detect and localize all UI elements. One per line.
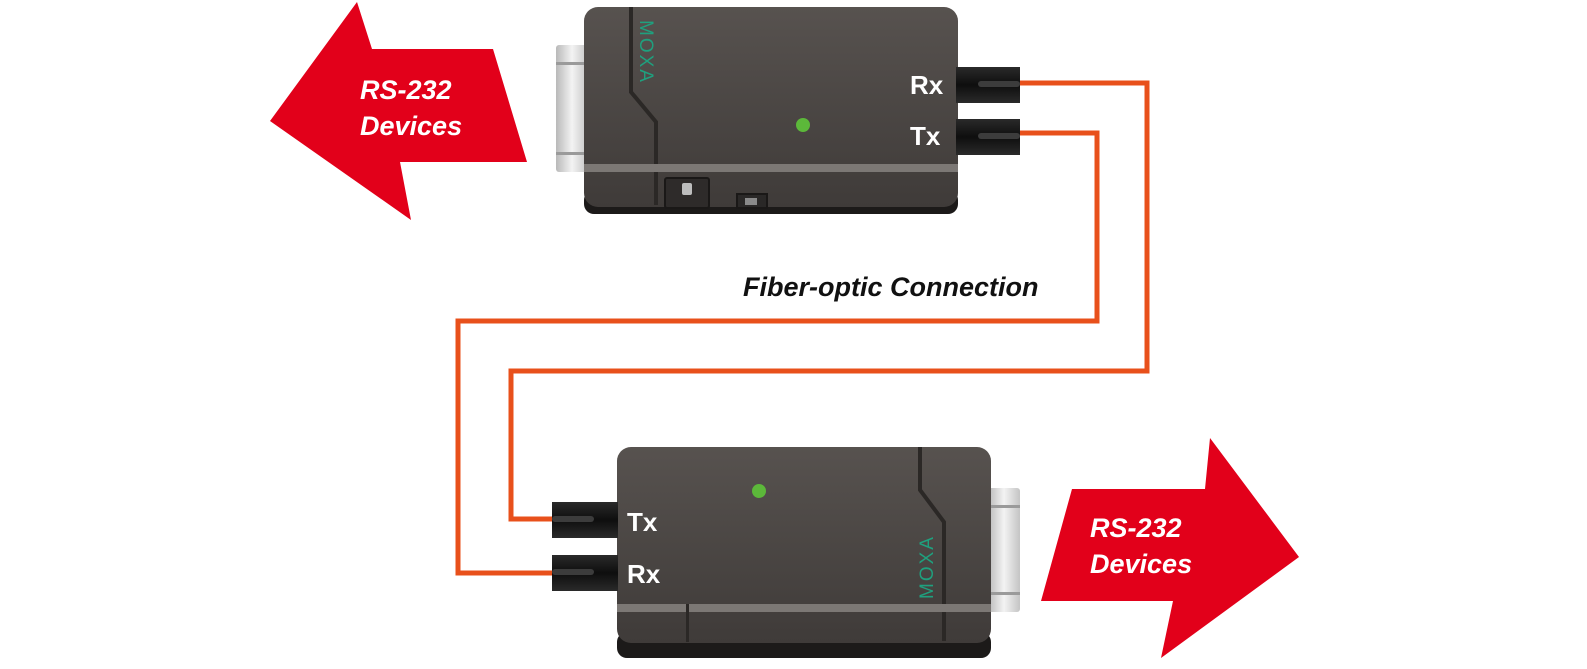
left-arrow: RS-232 Devices (270, 2, 527, 220)
bottom-device-seam (686, 604, 689, 642)
bottom-db9-ridge (990, 505, 1020, 508)
top-power-jack-pin (682, 183, 692, 195)
right-arrow-label-line1: RS-232 (1090, 513, 1182, 543)
fiber-cable-top-rx-to-bottom-tx (508, 80, 1150, 522)
right-arrow: RS-232 Devices (1041, 438, 1299, 658)
bottom-converter-device: MOXA Tx Rx (552, 447, 1020, 658)
top-device-groove (629, 7, 658, 205)
right-arrow-shape (1041, 438, 1299, 658)
top-device-body (584, 7, 958, 207)
top-db9-connector (556, 45, 588, 172)
fiber-cable-top-tx-to-bottom-rx (455, 130, 1100, 576)
top-port-rx-label: Rx (910, 70, 944, 100)
top-device-stripe (584, 164, 958, 172)
bottom-db9-connector (988, 488, 1020, 612)
top-tx-connector-slot (978, 133, 1020, 139)
bottom-status-led (752, 484, 766, 498)
bottom-brand-logo: MOXA (917, 535, 938, 599)
right-arrow-label-line2: Devices (1090, 549, 1192, 579)
top-converter-device: MOXA Rx Tx (556, 7, 1020, 214)
top-db9-ridge (556, 152, 586, 155)
top-rx-connector-slot (978, 81, 1020, 87)
top-status-led (796, 118, 810, 132)
bottom-device-body (617, 447, 991, 643)
left-arrow-label-line2: Devices (360, 111, 462, 141)
bottom-device-groove (918, 447, 946, 641)
bottom-rx-connector-slot (552, 569, 594, 575)
top-dip-switch-lever (745, 198, 757, 205)
top-db9-ridge (556, 62, 586, 65)
top-brand-logo: MOXA (635, 20, 656, 84)
top-port-tx-label: Tx (910, 121, 941, 151)
bottom-port-tx-label: Tx (627, 507, 658, 537)
fiber-connection-caption: Fiber-optic Connection (743, 272, 1038, 302)
left-arrow-shape (270, 2, 527, 220)
bottom-device-stripe (617, 604, 991, 612)
bottom-db9-ridge (990, 592, 1020, 595)
bottom-tx-connector-slot (552, 516, 594, 522)
left-arrow-label-line1: RS-232 (360, 75, 452, 105)
bottom-port-rx-label: Rx (627, 559, 661, 589)
